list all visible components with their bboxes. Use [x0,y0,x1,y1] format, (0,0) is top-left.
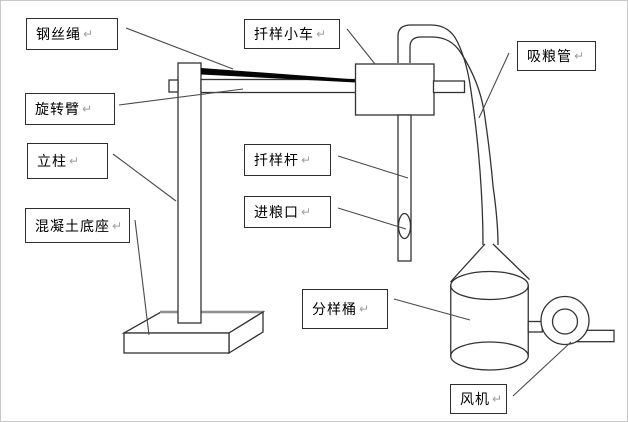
column-shape [177,62,202,324]
paragraph-mark: ↵ [574,49,585,63]
label-rotating-arm-text: 旋转臂 [35,102,80,118]
base-front-face [123,332,230,354]
label-fan: 风机↵ [450,384,507,414]
label-concrete-base-text: 混凝土底座 [35,218,110,235]
label-steel-wire-rope-text: 钢丝绳 [36,27,81,43]
label-sampling-cart-text: 扦样小车 [254,27,314,43]
suction-pipe-inner [409,36,499,246]
leader-divider-bucket [393,298,471,321]
paragraph-mark: ↵ [69,154,80,168]
leader-concrete-base [134,219,150,336]
grain-inlet-ellipse [397,212,412,240]
bucket-bottom-ellipse [450,341,529,371]
paragraph-mark: ↵ [112,218,123,233]
label-rotating-arm: 旋转臂↵ [25,93,115,125]
label-sampling-rod: 扦样杆↵ [244,144,331,176]
label-steel-wire-rope: 钢丝绳↵ [26,18,118,50]
paragraph-mark: ↵ [301,153,312,167]
leader-suction-pipe [478,52,510,119]
bucket-top-ellipse [450,270,529,301]
arm-right-stub [432,80,466,94]
paragraph-mark: ↵ [492,392,503,406]
column-bracket [168,79,179,93]
label-divider-bucket-text: 分样桶 [312,302,357,318]
leader-sampling-rod [337,155,409,179]
label-sampling-rod-text: 扦样杆 [254,153,299,169]
label-sampling-cart: 扦样小车↵ [244,19,340,49]
fan-connector [527,320,543,333]
leader-sampling-cart [346,28,376,65]
leader-steel-wire-rope [125,27,234,70]
suction-pipe-outer [397,24,484,246]
rotating-arm-shape [200,78,357,94]
fan-inner-circle [551,308,579,335]
leader-rotating-arm [118,88,244,106]
funnel-right-side [492,243,530,280]
label-grain-inlet: 进粮口↵ [244,196,331,228]
paragraph-mark: ↵ [301,205,312,219]
leader-grain-inlet [337,207,407,230]
wire-rope-shape [201,68,356,83]
paragraph-mark: ↵ [82,102,93,116]
label-grain-inlet-text: 进粮口 [254,205,299,221]
label-suction-pipe: 吸粮管↵ [517,41,596,71]
leader-fan [512,341,572,397]
label-suction-pipe-text: 吸粮管 [527,49,572,65]
label-divider-bucket: 分样桶↵ [302,289,388,329]
funnel-left-side [450,243,486,283]
label-concrete-base: 混凝土底座↵ [25,208,130,243]
label-fan-text: 风机 [460,392,490,408]
leader-column [112,153,177,202]
paragraph-mark: ↵ [359,302,370,316]
sampling-cart-shape [354,63,435,116]
paragraph-mark: ↵ [316,27,327,41]
label-column-text: 立柱 [37,154,67,170]
paragraph-mark: ↵ [83,27,94,41]
label-column: 立柱↵ [27,143,108,179]
